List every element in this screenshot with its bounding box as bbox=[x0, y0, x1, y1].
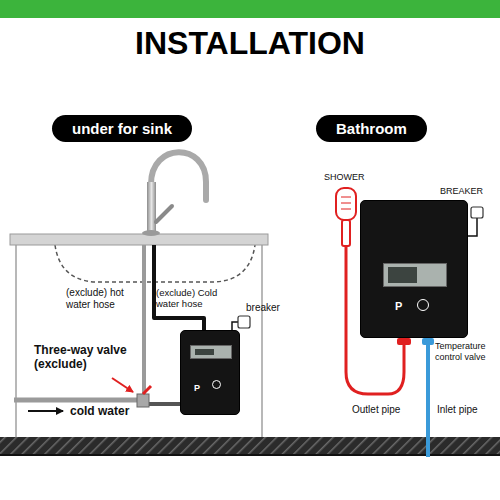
breaker-label: breaker bbox=[246, 302, 280, 314]
flow-label: cold water bbox=[70, 404, 129, 418]
supply-pipe bbox=[148, 402, 180, 406]
faucet-spout bbox=[151, 152, 206, 200]
shower-head bbox=[336, 188, 356, 220]
cabinet-side bbox=[261, 245, 263, 437]
valve-handle bbox=[143, 386, 151, 394]
floor bbox=[0, 437, 500, 455]
section-pill: Bathroom bbox=[316, 115, 427, 142]
hose-label: (exclude) hot water hose bbox=[66, 287, 142, 311]
water-heater: P bbox=[180, 330, 240, 415]
pipe-label: Inlet pipe bbox=[437, 404, 478, 416]
breaker-cord bbox=[468, 218, 477, 236]
shower-nozzle bbox=[341, 203, 351, 204]
hot-water-hose bbox=[142, 245, 146, 394]
shower-handle bbox=[342, 220, 350, 246]
temperature-valve bbox=[397, 338, 411, 345]
section-label: Bathroom bbox=[336, 115, 407, 142]
floor-edge bbox=[0, 454, 500, 456]
valve-label: Temperature control valve bbox=[435, 341, 497, 363]
pipe-label: Outlet pipe bbox=[352, 404, 400, 416]
valve-label: Three-way valve (exclude) bbox=[34, 343, 142, 372]
button-label: P bbox=[395, 300, 402, 312]
shower-nozzle bbox=[341, 197, 351, 198]
section-pill: under for sink bbox=[52, 115, 192, 142]
faucet-handle bbox=[156, 206, 172, 222]
hose-label: (exclude) Cold water hose bbox=[156, 287, 236, 310]
lcd-digits bbox=[388, 267, 417, 283]
title-text: INSTALLATION bbox=[0, 24, 500, 62]
breaker-symbol bbox=[471, 207, 483, 218]
three-way-valve bbox=[137, 394, 149, 407]
button-label: P bbox=[194, 384, 200, 394]
breaker-label: BREAKER bbox=[440, 186, 483, 197]
section-label: under for sink bbox=[72, 115, 172, 142]
lcd-digits bbox=[195, 349, 214, 355]
water-heater: P bbox=[360, 200, 468, 338]
callout-arrow bbox=[112, 378, 133, 392]
inlet-pipe bbox=[426, 338, 430, 457]
countertop bbox=[10, 234, 268, 245]
cabinet-side bbox=[15, 245, 17, 437]
power-button bbox=[417, 299, 429, 311]
top-band bbox=[0, 0, 500, 18]
inlet-fitting bbox=[422, 338, 434, 345]
breaker-cord bbox=[232, 322, 238, 330]
cold-water-pipe bbox=[14, 398, 138, 403]
shower-nozzle bbox=[341, 209, 351, 210]
power-button bbox=[212, 380, 221, 389]
breaker-symbol bbox=[238, 316, 250, 328]
faucet-base bbox=[142, 230, 160, 236]
shower-label: SHOWER bbox=[324, 172, 365, 183]
faucet-body bbox=[147, 182, 156, 234]
flow-arrow bbox=[28, 410, 63, 412]
